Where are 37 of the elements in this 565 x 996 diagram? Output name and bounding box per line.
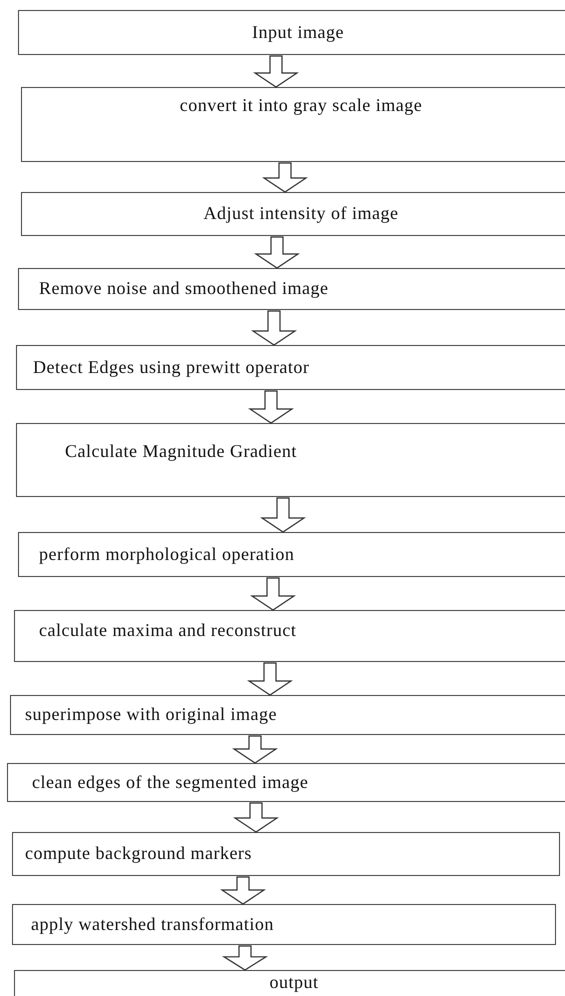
- step-text: output: [269, 973, 318, 993]
- block-arrow: [250, 577, 296, 611]
- step-text: Detect Edges using prewitt operator: [33, 358, 310, 378]
- step-text: Remove noise and smoothened image: [39, 279, 328, 299]
- block-arrow: [260, 497, 306, 533]
- process-box: [7, 763, 565, 802]
- process-box: [10, 695, 565, 735]
- block-arrow: [247, 662, 293, 696]
- step-text: convert it into gray scale image: [180, 96, 422, 116]
- step-text: perform morphological operation: [39, 544, 294, 564]
- block-arrow: [222, 945, 268, 971]
- block-arrow: [232, 735, 278, 764]
- step-text: Calculate Magnitude Gradient: [65, 442, 297, 462]
- step-text: Input image: [252, 22, 344, 42]
- process-box: [12, 904, 556, 945]
- process-box: [18, 532, 565, 577]
- block-arrow: [253, 55, 299, 88]
- process-box: [21, 192, 565, 236]
- step-text: superimpose with original image: [25, 705, 277, 725]
- block-arrow: [220, 876, 266, 905]
- process-box: [16, 345, 565, 390]
- step-text: Adjust intensity of image: [204, 204, 398, 224]
- process-box: [18, 10, 565, 55]
- process-box: [21, 87, 565, 162]
- block-arrow: [254, 236, 300, 269]
- step-text: apply watershed transformation: [31, 914, 274, 934]
- block-arrow: [262, 162, 308, 193]
- process-box: [12, 832, 560, 876]
- block-arrow: [251, 310, 297, 346]
- step-text: clean edges of the segmented image: [32, 772, 308, 792]
- process-box: [16, 423, 565, 497]
- step-text: calculate maxima and reconstruct: [39, 621, 296, 641]
- process-box: [14, 610, 565, 662]
- process-box: [18, 268, 565, 310]
- block-arrow: [248, 390, 294, 424]
- step-text: compute background markers: [25, 844, 252, 864]
- block-arrow: [233, 802, 279, 833]
